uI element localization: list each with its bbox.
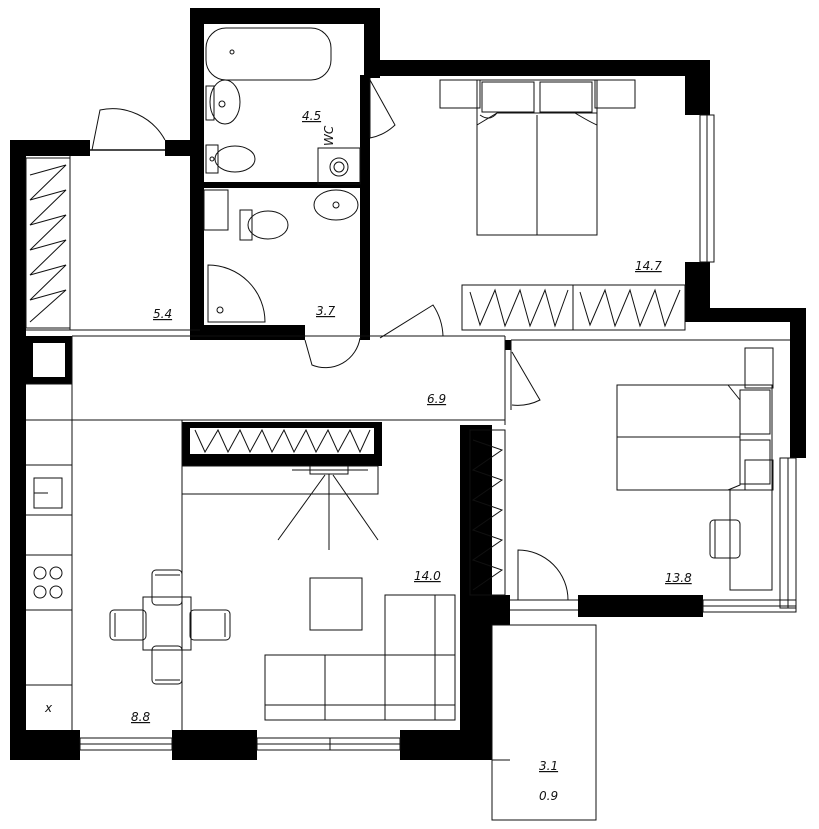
doors — [90, 78, 578, 611]
thin-lines — [26, 114, 797, 821]
desk — [729, 489, 773, 591]
kitchen-furniture: x — [33, 477, 231, 715]
stove-mark: x — [44, 701, 53, 715]
bathtub — [205, 27, 332, 81]
area-living: 14.0 — [414, 569, 441, 583]
sink-bath — [209, 79, 241, 125]
toilet-wc — [239, 209, 289, 241]
bathroom-fixtures: WC — [205, 27, 361, 185]
area-balcony: 3.1 — [539, 759, 558, 773]
desk-chair — [709, 519, 741, 559]
toilet-room-fixtures — [207, 189, 359, 323]
area-bathroom: 4.5 — [302, 109, 321, 123]
area-labels: 4.5 14.7 5.4 3.7 6.9 14.0 13.8 8.8 3.1 0… — [131, 109, 692, 803]
area-toilet: 3.7 — [316, 304, 335, 318]
corner-sofa — [264, 594, 456, 721]
shower-tray — [207, 264, 266, 323]
area-corridor: 6.9 — [427, 392, 446, 406]
dining-table — [109, 569, 231, 685]
area-balcony-sub: 0.9 — [539, 789, 558, 803]
bedroom-top-furniture — [439, 79, 636, 236]
area-hall: 5.4 — [153, 307, 172, 321]
coffee-table — [309, 577, 363, 631]
cooktop — [33, 566, 63, 599]
area-bedroom-top: 14.7 — [635, 259, 662, 273]
toilet-bath — [205, 144, 256, 174]
bedroom-right-furniture — [616, 347, 774, 591]
area-bedroom-right: 13.8 — [665, 571, 692, 585]
living-furniture — [181, 465, 456, 721]
walls — [10, 8, 806, 760]
area-kitchen: 8.8 — [131, 710, 150, 724]
washing-machine — [317, 147, 361, 185]
sink-wc — [313, 189, 359, 221]
wardrobes — [25, 157, 686, 596]
washer-label: WC — [322, 125, 336, 146]
